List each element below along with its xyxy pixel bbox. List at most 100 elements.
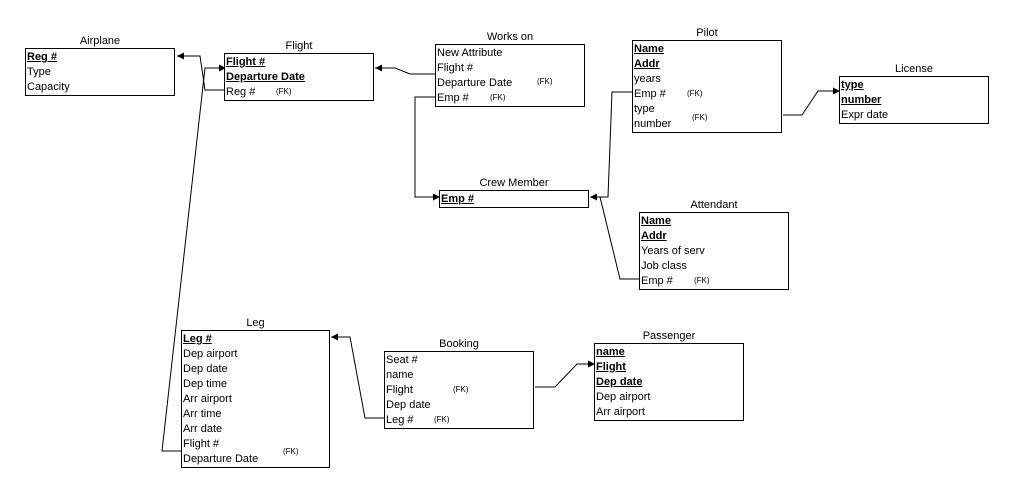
rel-attendant-crewmember — [590, 196, 640, 280]
table-body: Name Addr years Emp # (FK) type number (… — [632, 40, 782, 133]
fk-marker: (FK) — [283, 447, 299, 456]
column-dep-airport: Dep airport — [596, 391, 651, 403]
column-flight-pk: Flight # — [226, 56, 266, 68]
column-type-pk: type — [841, 79, 864, 91]
table-leg[interactable]: Leg Leg # Dep airport Dep date Dep time … — [181, 317, 330, 468]
column-new-attribute: New Attribute — [437, 47, 503, 59]
column-addr-pk: Addr — [641, 230, 667, 242]
rel-leg-flight — [161, 64, 226, 452]
table-body: Emp # — [439, 190, 589, 208]
column-years-of-serv: Years of serv — [641, 245, 705, 257]
column-dep-time: Dep time — [183, 378, 228, 390]
fk-marker: (FK) — [694, 276, 710, 285]
column-label: number — [634, 118, 672, 130]
table-body: Leg # Dep airport Dep date Dep time Arr … — [181, 330, 330, 468]
column-arr-airport: Arr airport — [183, 393, 232, 405]
table-attendant[interactable]: Attendant Name Addr Years of serv Job cl… — [639, 199, 789, 290]
fk-marker: (FK) — [687, 89, 703, 98]
table-body: Reg # Type Capacity — [25, 48, 175, 96]
column-name-pk: Name — [641, 215, 671, 227]
column-job-class: Job class — [641, 260, 687, 272]
column-arr-time: Arr time — [183, 408, 222, 420]
column-leg-pk: Leg # — [183, 333, 212, 345]
column-flight-pk: Flight — [596, 361, 626, 373]
column-dep-date-pk: Dep date — [596, 376, 643, 388]
table-title: Attendant — [690, 199, 738, 211]
column-number: number (FK) — [633, 113, 781, 132]
column-seat: Seat # — [386, 354, 418, 366]
rel-workson-flight — [375, 64, 436, 75]
table-title: Leg — [246, 317, 265, 329]
column-leg-fk: Leg # (FK) — [385, 413, 533, 428]
table-booking[interactable]: Booking Seat # name Flight (FK) Dep date… — [384, 338, 534, 429]
rel-workson-crewmember — [414, 96, 440, 201]
column-name-pk: name — [596, 346, 625, 358]
column-arr-date: Arr date — [183, 423, 223, 435]
column-departure-date: Departure Date (FK) — [182, 447, 329, 467]
table-title: Flight — [285, 40, 313, 52]
table-title: Booking — [439, 338, 479, 350]
column-label: Emp # — [641, 275, 673, 287]
table-body: type number Expr date — [839, 76, 989, 124]
column-name-pk: Name — [634, 43, 664, 55]
column-label: Emp # — [634, 88, 666, 100]
column-departure-date-pk: Departure Date — [226, 71, 305, 83]
table-body: Name Addr Years of serv Job class Emp # … — [639, 212, 789, 290]
column-emp-fk: Emp # (FK) — [436, 91, 584, 106]
column-flight: Flight (FK) — [385, 383, 533, 398]
rel-booking-passenger — [535, 360, 595, 388]
column-dep-date: Dep date — [386, 399, 431, 411]
table-passenger[interactable]: Passenger name Flight Dep date Dep airpo… — [594, 330, 744, 421]
table-title: License — [895, 63, 933, 75]
column-capacity: Capacity — [27, 81, 70, 93]
rel-booking-leg — [331, 333, 385, 419]
column-label: Departure Date — [437, 77, 513, 89]
table-crew-member[interactable]: Crew Member Emp # — [439, 177, 589, 208]
table-body: Seat # name Flight (FK) Dep date Leg # (… — [384, 351, 534, 429]
table-title: Crew Member — [479, 177, 549, 189]
fk-marker: (FK) — [434, 415, 450, 424]
column-emp-fk: Emp # (FK) — [640, 274, 788, 289]
column-dep-airport: Dep airport — [183, 348, 238, 360]
column-type: Type — [27, 66, 51, 78]
column-label: Departure Date — [183, 453, 259, 465]
fk-marker: (FK) — [692, 113, 708, 122]
column-flight: Flight # — [183, 438, 220, 450]
column-years: years — [634, 73, 661, 85]
fk-marker: (FK) — [490, 93, 506, 102]
column-arr-airport: Arr airport — [596, 406, 645, 418]
column-reg-fk: Reg # (FK) — [225, 85, 373, 100]
column-label: Reg # — [226, 86, 256, 98]
table-body: Flight # Departure Date Reg # (FK) — [224, 53, 374, 101]
column-emp-pk: Emp # — [441, 193, 475, 205]
column-label: Emp # — [437, 92, 469, 104]
rel-pilot-license — [783, 87, 840, 116]
table-title: Works on — [486, 31, 534, 43]
table-pilot[interactable]: Pilot Name Addr years Emp # (FK) type nu… — [632, 27, 782, 133]
rel-pilot-crewmember — [590, 91, 633, 201]
table-works-on[interactable]: Works on New Attribute Flight # Departur… — [435, 31, 585, 107]
column-number-pk: number — [841, 94, 882, 106]
rel-flight-airplane — [177, 52, 226, 91]
fk-marker: (FK) — [537, 77, 553, 86]
column-name: name — [386, 369, 414, 381]
table-flight[interactable]: Flight Flight # Departure Date Reg # (FK… — [224, 40, 374, 101]
column-reg-pk: Reg # — [27, 51, 57, 63]
column-label: Flight — [386, 384, 413, 396]
table-title: Airplane — [79, 35, 121, 47]
column-addr-pk: Addr — [634, 58, 660, 70]
fk-marker: (FK) — [276, 87, 292, 96]
table-title: Pilot — [696, 27, 718, 39]
table-license[interactable]: License type number Expr date — [839, 63, 989, 124]
table-body: New Attribute Flight # Departure Date (F… — [435, 44, 585, 107]
column-emp-fk: Emp # (FK) — [633, 87, 781, 102]
table-body: name Flight Dep date Dep airport Arr air… — [594, 343, 744, 421]
column-type: type — [634, 103, 655, 115]
column-label: Leg # — [386, 414, 414, 426]
column-departure-date: Departure Date (FK) — [436, 76, 584, 91]
column-expr-date: Expr date — [841, 109, 889, 121]
fk-marker: (FK) — [453, 385, 469, 394]
column-flight: Flight # — [437, 62, 474, 74]
table-airplane[interactable]: Airplane Reg # Type Capacity — [25, 35, 175, 96]
